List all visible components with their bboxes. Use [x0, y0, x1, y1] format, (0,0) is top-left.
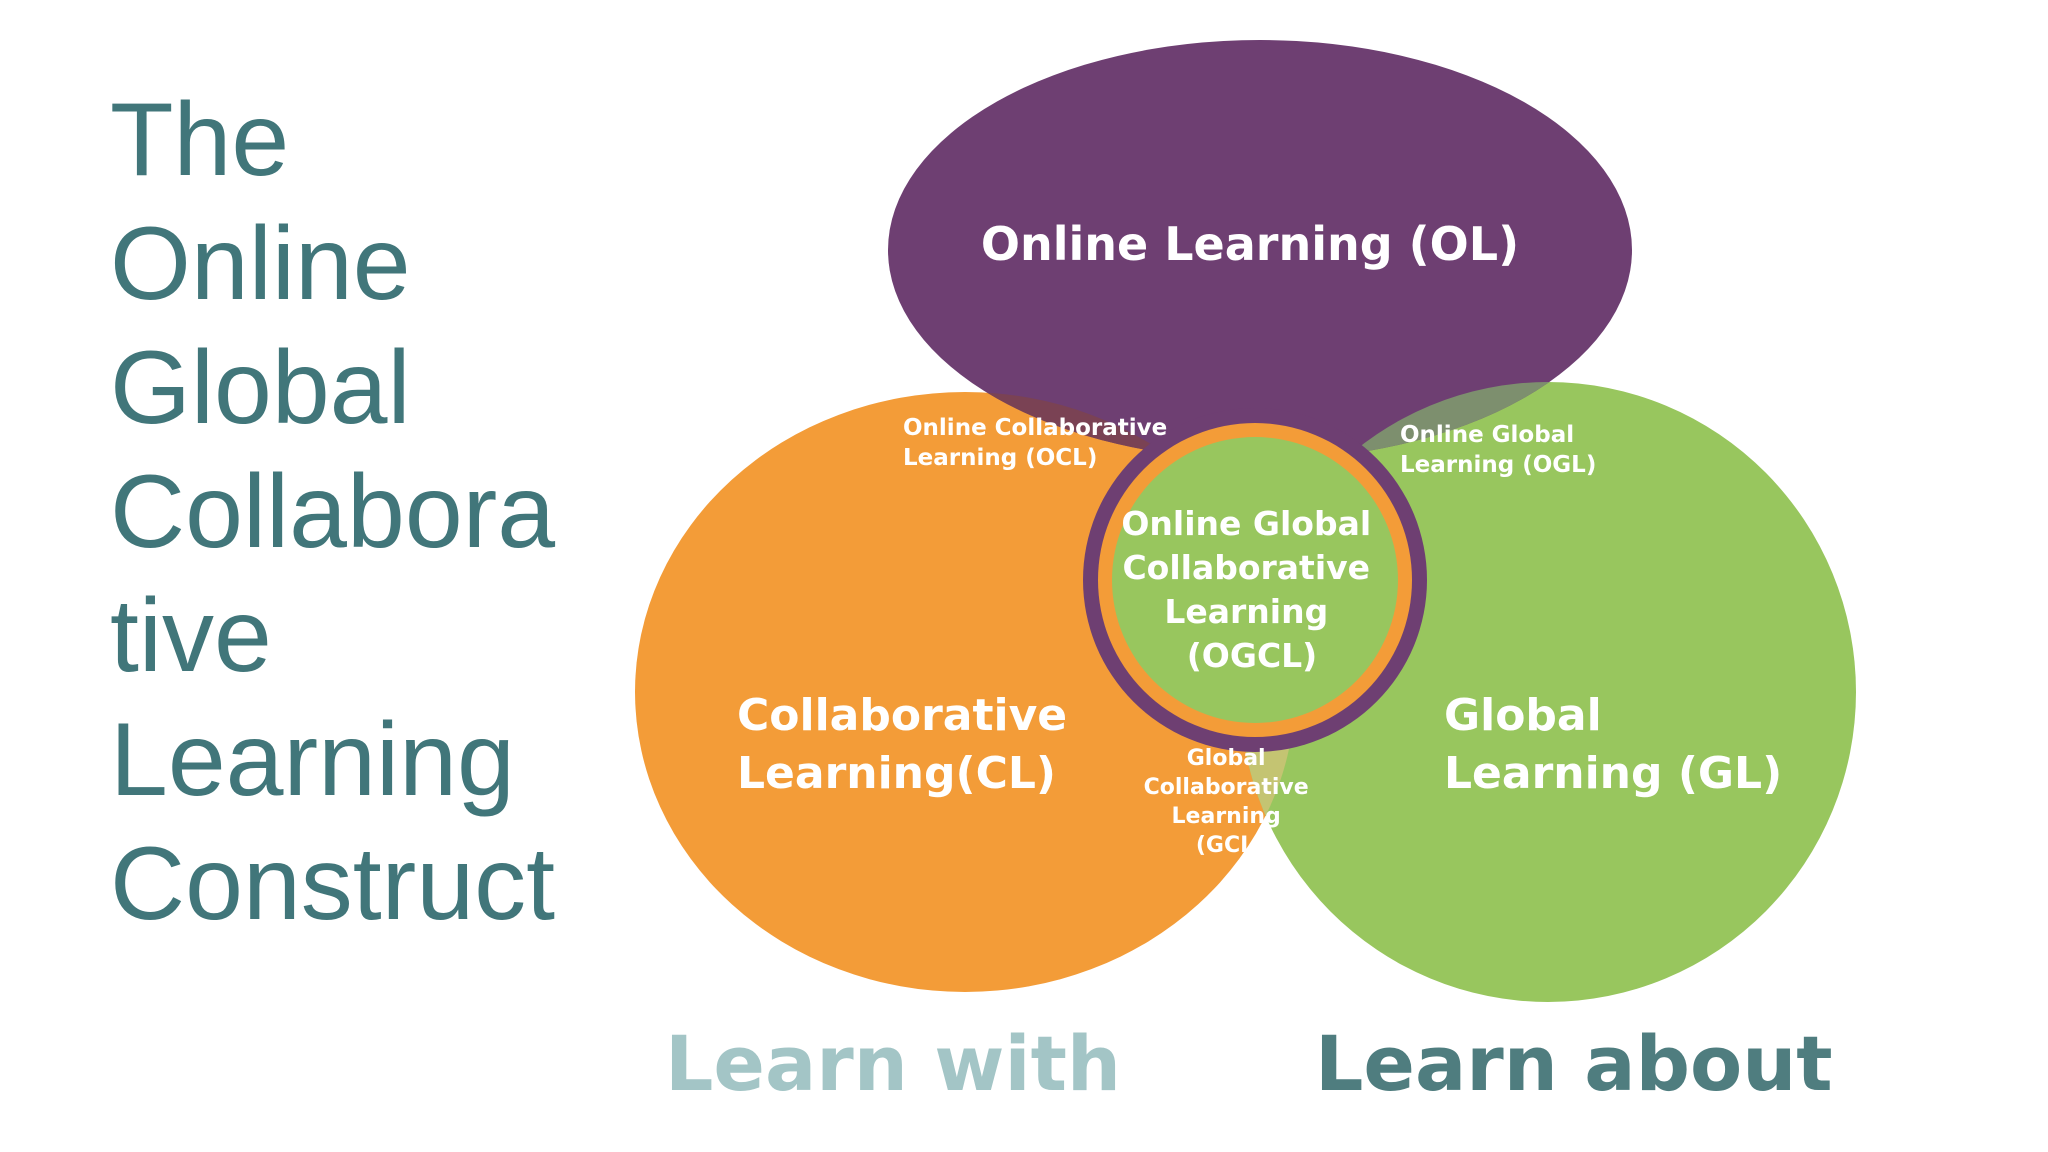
title-line: The [110, 82, 290, 198]
title-line: Collabora [110, 454, 556, 570]
label-global-collaborative-learning: Global Collaborative Learning (GCL) [1144, 746, 1317, 858]
caption-learn-about: Learn about [1315, 1019, 1833, 1108]
title-line: Global [110, 330, 411, 446]
title-line: Learning [110, 702, 515, 818]
label-online-global-learning: Online Global Learning (OGL) [1400, 422, 1596, 478]
label-collaborative-learning: Collaborative Learning(CL) [737, 690, 1082, 799]
slide-title: The Online Global Collabora tive Learnin… [110, 78, 590, 946]
center-circle-ogcl [1112, 437, 1398, 723]
circle-online-learning [888, 40, 1632, 460]
title-line: Construct [110, 826, 556, 942]
label-online-global-collaborative-learning: Online Global Collaborative Learning (OG… [1121, 504, 1382, 675]
title-line: tive [110, 578, 272, 694]
title-line: Online [110, 206, 411, 322]
label-online-collaborative-learning: Online Collaborative Learning (OCL) [903, 415, 1175, 471]
caption-learn-with: Learn with [665, 1019, 1121, 1108]
label-online-learning: Online Learning (OL) [981, 217, 1519, 271]
label-global-learning: Global Learning (GL) [1444, 690, 1782, 799]
